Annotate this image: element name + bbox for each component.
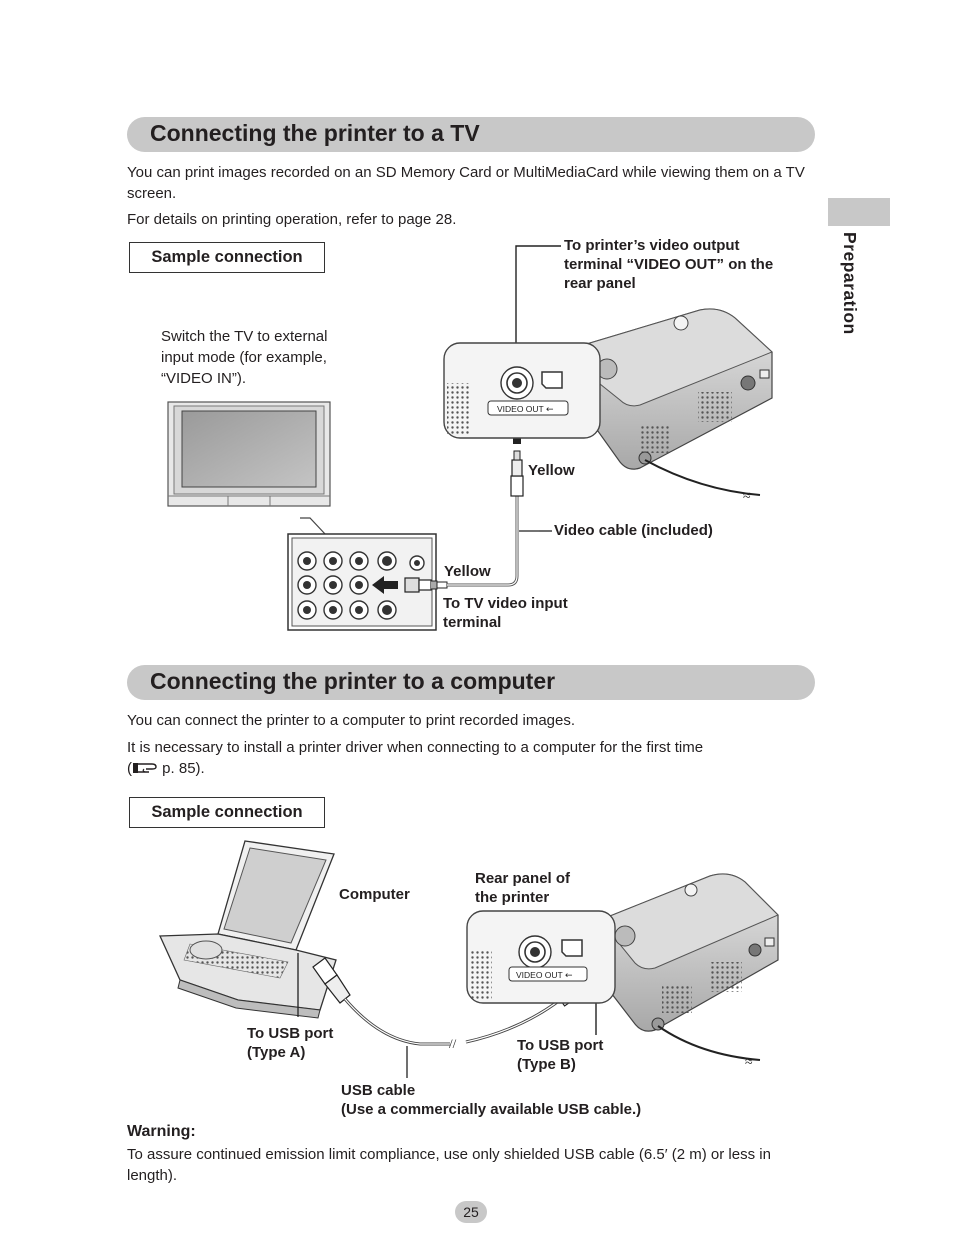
- yellow-plug-label-bottom: Yellow: [444, 563, 491, 580]
- svg-text:≈: ≈: [745, 1055, 753, 1070]
- svg-text:←: ←: [546, 405, 554, 415]
- pc-section-title: Connecting the printer to a computer: [150, 668, 556, 694]
- video-out-callout: To printer’s video output terminal “VIDE…: [564, 237, 774, 292]
- pc-intro-text: You can connect the printer to a compute…: [127, 712, 576, 729]
- usb-b-label: To USB port (Type B): [517, 1037, 604, 1073]
- tv-section-title: Connecting the printer to a TV: [150, 120, 480, 146]
- video-out-port-label: VIDEO OUT: [497, 404, 544, 414]
- usb-cable-note: (Use a commercially available USB cable.…: [341, 1101, 642, 1118]
- page-number: 25: [455, 1201, 487, 1223]
- yellow-plug-top: [510, 450, 524, 497]
- rear-panel-zoom-pc: VIDEO OUT ←: [466, 910, 616, 1004]
- video-out-port-label-pc: VIDEO OUT: [516, 970, 563, 980]
- printer-illustration-pc: ≈: [599, 873, 779, 1070]
- tv-illustration: [167, 401, 331, 507]
- tv-section-header: Connecting the printer to a TV: [127, 117, 815, 152]
- tv-intro-text: You can print images recorded on an SD M…: [127, 164, 805, 202]
- tv-sample-connection-label: Sample connection: [129, 242, 325, 273]
- tv-switch-note: Switch the TV to external input mode (fo…: [161, 328, 328, 387]
- rear-panel-zoom-tv: VIDEO OUT ←: [443, 342, 601, 439]
- pc-driver-text: It is necessary to install a printer dri…: [127, 739, 704, 756]
- video-cable-label: Video cable (included): [554, 522, 713, 539]
- pc-section-header: Connecting the printer to a computer: [127, 665, 815, 700]
- yellow-plug-bottom: [404, 577, 448, 593]
- laptop-illustration: [159, 840, 337, 1019]
- usb-cable-label: USB cable: [341, 1082, 416, 1099]
- rear-panel-label: Rear panel of the printer: [475, 870, 571, 906]
- printer-illustration-tv: ≈: [558, 308, 773, 504]
- yellow-plug-label-top: Yellow: [528, 462, 575, 479]
- pc-sample-connection-label: Sample connection: [129, 797, 325, 828]
- tv-input-label: To TV video input terminal: [443, 595, 568, 631]
- section-tab: [828, 198, 890, 226]
- pc-driver-ref: ( p. 85).: [127, 760, 205, 777]
- tv-details-text: For details on printing operation, refer…: [127, 211, 457, 228]
- usb-a-plug: [312, 957, 351, 1004]
- computer-label: Computer: [339, 886, 410, 903]
- svg-text:≈: ≈: [743, 489, 751, 504]
- warning-heading: Warning:: [127, 1123, 196, 1140]
- svg-text:←: ←: [565, 971, 573, 981]
- usb-a-label: To USB port (Type A): [247, 1025, 334, 1061]
- svg-text://: //: [449, 1036, 457, 1051]
- reference-hand-icon: [132, 760, 158, 774]
- warning-text: To assure continued emission limit compl…: [127, 1146, 771, 1184]
